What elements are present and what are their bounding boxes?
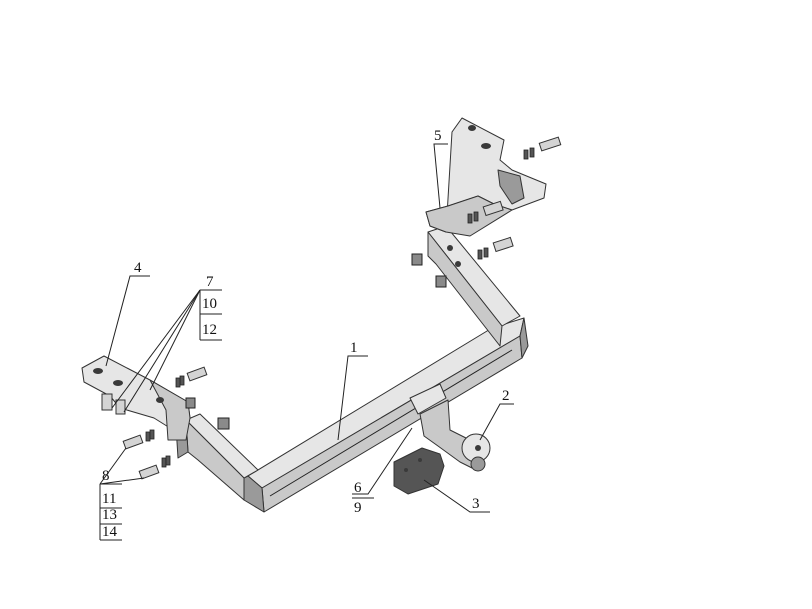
left-bracket [81, 355, 191, 441]
callout-7: 7 [206, 274, 214, 290]
left-fasteners [122, 366, 230, 480]
callout-6: 6 [354, 480, 362, 496]
callout-labels: 1 2 3 4 5 6 9 7 10 12 8 11 13 14 [102, 128, 510, 540]
callout-2: 2 [502, 388, 510, 404]
leader-lines [99, 143, 514, 541]
tow-ball-neck [409, 383, 491, 472]
crossbar-beam [239, 317, 529, 513]
callout-8: 8 [102, 468, 110, 484]
callout-4: 4 [134, 260, 142, 276]
callout-13: 13 [102, 507, 117, 523]
callout-3: 3 [472, 496, 480, 512]
socket-plate [393, 447, 445, 495]
callout-11: 11 [102, 491, 116, 507]
callout-14: 14 [102, 524, 118, 540]
right-fasteners [411, 136, 562, 288]
callout-1: 1 [350, 340, 358, 356]
callout-9: 9 [354, 500, 362, 516]
callout-12: 12 [202, 322, 217, 338]
callout-10: 10 [202, 296, 217, 312]
callout-5: 5 [434, 128, 442, 144]
